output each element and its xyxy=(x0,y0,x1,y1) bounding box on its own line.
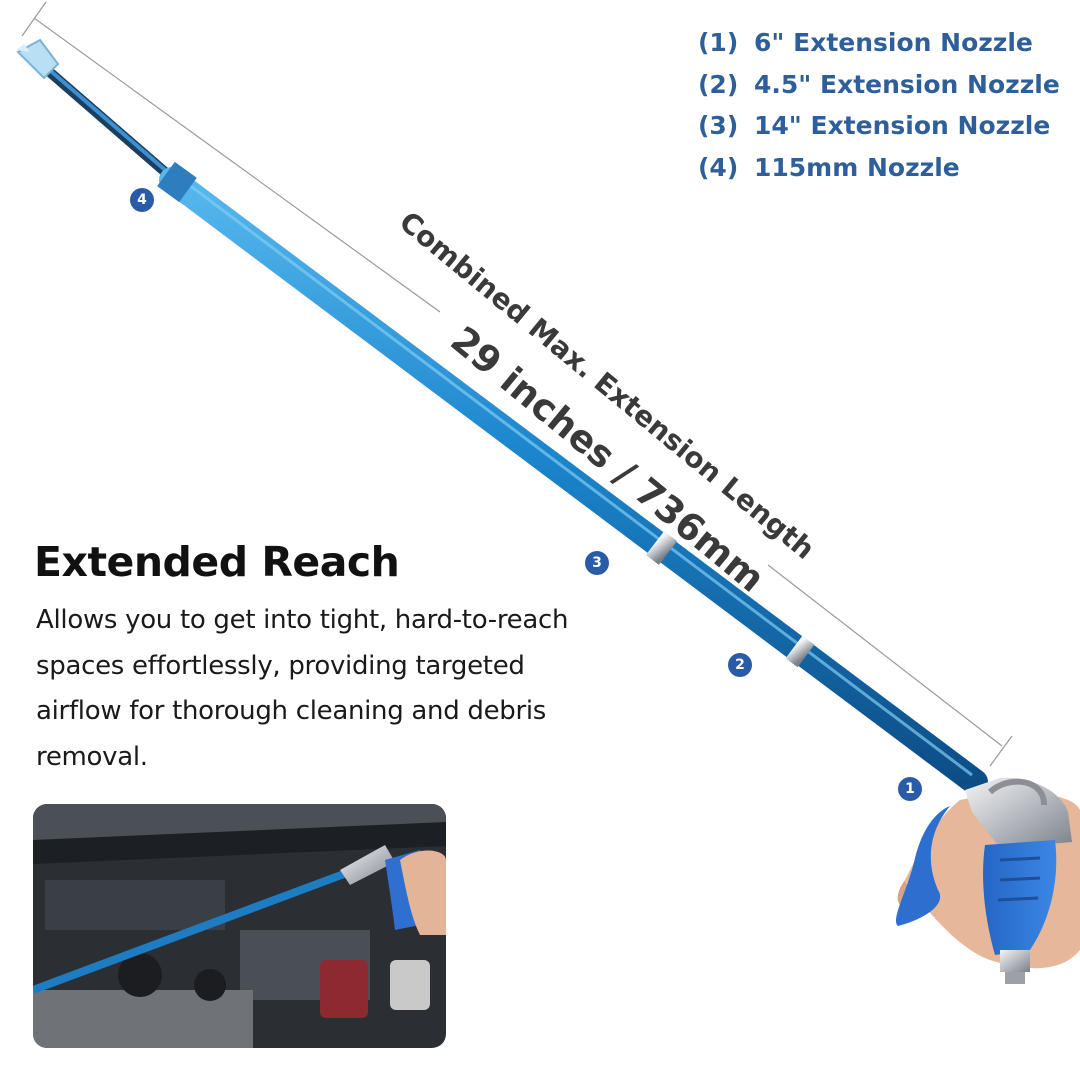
legend-label: 14" Extension Nozzle xyxy=(754,111,1051,141)
badge-3: 3 xyxy=(585,551,609,575)
dimension-line-upper xyxy=(33,17,441,313)
legend-number: (2) xyxy=(698,69,739,99)
legend-number: (1) xyxy=(698,28,739,58)
section-description: Allows you to get into tight, hard-to-re… xyxy=(36,605,569,772)
legend-item: (1) 6" Extension Nozzle xyxy=(698,22,1060,64)
section-heading: Extended Reach xyxy=(34,538,400,586)
engine-bay-photo xyxy=(33,804,446,1048)
legend-label: 6" Extension Nozzle xyxy=(754,28,1033,58)
legend-number: (3) xyxy=(698,111,739,141)
nozzle-tip-icon xyxy=(16,38,177,183)
legend-item: (4) 115mm Nozzle xyxy=(698,147,1060,189)
legend-item: (3) 14" Extension Nozzle xyxy=(698,105,1060,147)
legend-label: 4.5" Extension Nozzle xyxy=(754,69,1060,99)
legend-label: 115mm Nozzle xyxy=(754,152,960,182)
badge-2: 2 xyxy=(728,653,752,677)
badge-4: 4 xyxy=(130,188,154,212)
nozzle-legend: (1) 6" Extension Nozzle (2) 4.5" Extension… xyxy=(698,22,1060,188)
dimension-line-lower xyxy=(767,564,1003,747)
legend-item: (2) 4.5" Extension Nozzle xyxy=(698,64,1060,106)
extension-tube-icon xyxy=(157,161,988,795)
engine-bay-photo-frame xyxy=(33,804,446,1048)
legend-number: (4) xyxy=(698,152,739,182)
badge-1: 1 xyxy=(898,777,922,801)
air-blow-gun-icon xyxy=(895,777,1080,984)
